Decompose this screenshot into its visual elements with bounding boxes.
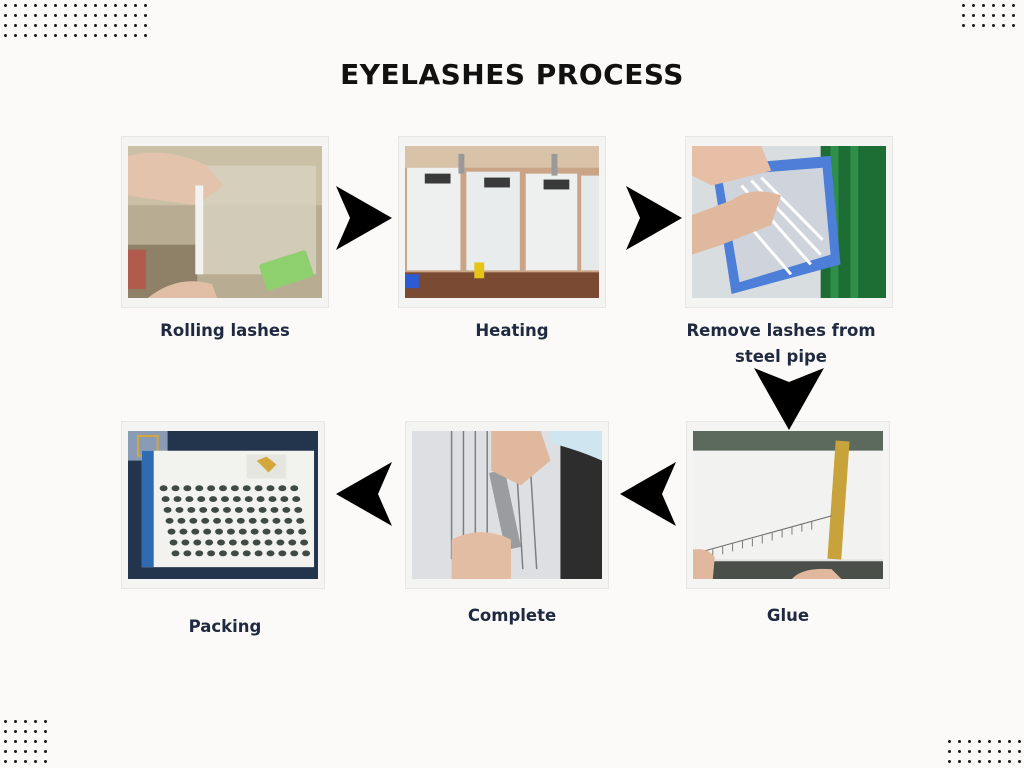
- page-title: EYELASHES PROCESS: [340, 58, 684, 91]
- dot-grid-bottom-left: [0, 716, 50, 768]
- step-label-rolling-lashes: Rolling lashes: [160, 321, 290, 340]
- step-photo-complete: [405, 421, 609, 589]
- step-photo-remove-lashes: [685, 136, 893, 308]
- arrowhead-right-icon: [336, 186, 392, 250]
- step-photo-heating: [398, 136, 606, 308]
- step-label-packing: Packing: [188, 617, 262, 636]
- arrowhead-right-icon: [626, 186, 682, 250]
- step-label-complete: Complete: [467, 606, 557, 625]
- arrowhead-left-icon: [336, 462, 392, 526]
- step-photo-glue: [686, 421, 890, 589]
- arrowhead-down-icon: [754, 368, 824, 430]
- dot-grid-bottom-right: [944, 736, 1024, 768]
- arrowhead-left-icon: [620, 462, 676, 526]
- step-photo-rolling-lashes: [121, 136, 329, 308]
- step-label-remove-lashes: Remove lashes from steel pipe: [686, 321, 876, 366]
- step-label-heating: Heating: [475, 321, 549, 340]
- step-photo-packing: [121, 421, 325, 589]
- step-label-glue: Glue: [766, 606, 810, 625]
- dot-grid-top-left: [0, 0, 150, 44]
- dot-grid-top-right: [958, 0, 1024, 32]
